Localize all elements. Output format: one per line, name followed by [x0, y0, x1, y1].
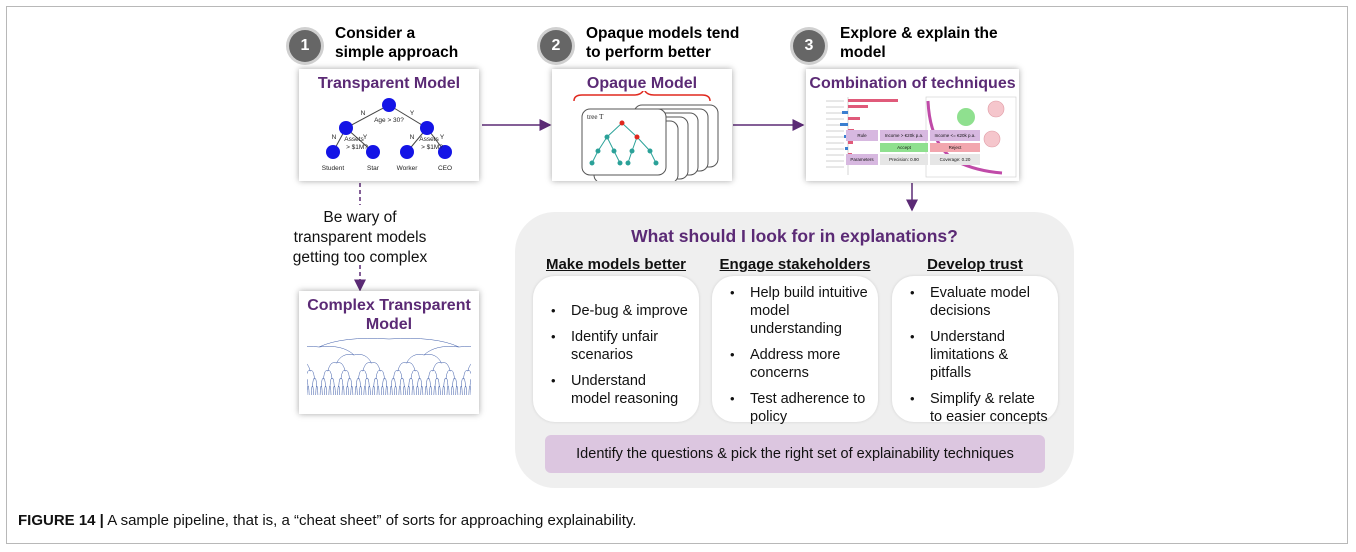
list-item: Test adherence to policy — [730, 390, 868, 426]
right-no-label: N — [410, 134, 415, 141]
complex-model-title: Complex Transparent Model — [299, 296, 479, 334]
root-yes-label: Y — [410, 110, 415, 117]
ensemble-brace — [573, 91, 711, 102]
warning-line1: Be wary of — [323, 209, 397, 226]
transparent-model-card: Transparent Model Age > 30? N Y N Y N Y … — [299, 69, 479, 181]
rule-cell-income-high: Income > €20k p.a. — [880, 130, 928, 141]
engage-stakeholders-list: Help build intuitive model understanding… — [730, 284, 868, 426]
right-question-line1: Assets — [419, 136, 439, 143]
step-3-badge: 3 — [793, 30, 825, 62]
leaf-label-student: Student — [322, 165, 345, 172]
complex-tree-diagram — [307, 338, 471, 396]
right-question-line2: > $1M? — [421, 144, 443, 151]
list-item: Simplify & relate to easier concepts — [910, 390, 1048, 426]
column-heading-make-models-better: Make models better — [545, 256, 687, 273]
list-item: Help build intuitive model understanding — [730, 284, 868, 338]
tree-root-node — [382, 98, 396, 112]
leaf-label-star: Star — [367, 165, 380, 172]
warning-line2: transparent models — [293, 229, 427, 246]
caption-text: A sample pipeline, that is, a “cheat she… — [103, 512, 637, 529]
step-1-label: Consider a simple approach — [335, 24, 458, 62]
combination-card: Combination of techniques — [806, 69, 1019, 181]
left-question-line1: Assets — [344, 136, 364, 143]
transparent-model-title: Transparent Model — [317, 75, 461, 92]
make-models-better-list: De-bug & improve Identify unfair scenari… — [551, 302, 689, 408]
warning-line3: getting too complex — [292, 249, 428, 266]
left-no-label: N — [332, 134, 337, 141]
tree-leaf-worker — [400, 145, 414, 159]
figure-caption: FIGURE 14 | A sample pipeline, that is, … — [18, 512, 636, 529]
rule-cell-rule: Rule — [846, 130, 878, 141]
complexity-warning: Be wary of transparent models getting to… — [276, 208, 444, 268]
step-3-label-line2: model — [840, 44, 886, 61]
column-box-engage-stakeholders: Help build intuitive model understanding… — [712, 276, 878, 425]
develop-trust-list: Evaluate model decisions Understand limi… — [910, 284, 1048, 426]
tree-leaf-ceo — [438, 145, 452, 159]
rule-cell-coverage: Coverage: 0.20 — [930, 154, 980, 165]
figure-label: FIGURE 14 | — [18, 512, 104, 529]
panel-title: What should I look for in explanations? — [631, 226, 958, 246]
complex-model-title-line2: Model — [365, 316, 413, 333]
step-2-badge: 2 — [540, 30, 572, 62]
step-1-badge: 1 — [289, 30, 321, 62]
tree-leaf-star — [366, 145, 380, 159]
tree-leaf-student — [326, 145, 340, 159]
combination-title: Combination of techniques — [809, 75, 1016, 92]
column-heading-engage-stakeholders: Engage stakeholders — [719, 256, 871, 273]
list-item: Understand model reasoning — [551, 372, 689, 408]
list-item: Address more concerns — [730, 346, 868, 382]
step-1-label-line2: simple approach — [335, 44, 459, 61]
left-question-line2: > $1M? — [346, 144, 368, 151]
root-question-label: Age > 30? — [374, 117, 404, 124]
figure-frame — [6, 6, 1348, 544]
rule-cell-reject: Reject — [930, 143, 980, 152]
step-1-label-line1: Consider a — [335, 25, 416, 42]
tree-ensemble-diagram: tree T — [573, 91, 719, 181]
opaque-model-title: Opaque Model — [586, 75, 698, 92]
technique-selection-bar: Identify the questions & pick the right … — [545, 435, 1045, 473]
complex-transparent-model-card: Complex Transparent Model — [299, 291, 479, 414]
left-yes-label: Y — [363, 134, 368, 141]
step-2-label-line2: to perform better — [586, 44, 711, 61]
rule-cell-parameters: Parameters — [846, 154, 878, 165]
tree-t-label: tree T — [587, 113, 604, 121]
rule-cell-income-low: Income <= €20k p.a. — [930, 130, 980, 141]
step-2-label: Opaque models tend to perform better — [586, 24, 739, 62]
tree-left-node — [339, 121, 353, 135]
explanations-panel: What should I look for in explanations? … — [515, 212, 1074, 488]
step-2-label-line1: Opaque models tend — [586, 25, 740, 42]
rule-cell-accept: Accept — [880, 143, 928, 152]
root-no-label: N — [361, 110, 366, 117]
leaf-label-ceo: CEO — [438, 165, 452, 172]
complex-model-title-line1: Complex Transparent — [307, 297, 471, 314]
column-heading-develop-trust: Develop trust — [927, 256, 1023, 273]
list-item: De-bug & improve — [551, 302, 689, 320]
opaque-model-card: Opaque Model tree T — [552, 69, 732, 181]
tree-right-node — [420, 121, 434, 135]
leaf-label-worker: Worker — [397, 165, 419, 172]
rule-cell-precision: Precision: 0.90 — [880, 154, 928, 165]
list-item: Identify unfair scenarios — [551, 328, 689, 364]
step-3-label: Explore & explain the model — [840, 24, 998, 62]
step-3-label-line1: Explore & explain the — [840, 25, 998, 42]
list-item: Understand limitations & pitfalls — [910, 328, 1048, 382]
decision-tree-diagram: Age > 30? N Y N Y N Y Assets > $1M? Asse… — [322, 98, 452, 172]
right-yes-label: Y — [440, 134, 445, 141]
column-box-make-models-better: De-bug & improve Identify unfair scenari… — [533, 276, 699, 422]
list-item: Evaluate model decisions — [910, 284, 1048, 320]
column-box-develop-trust: Evaluate model decisions Understand limi… — [892, 276, 1058, 425]
